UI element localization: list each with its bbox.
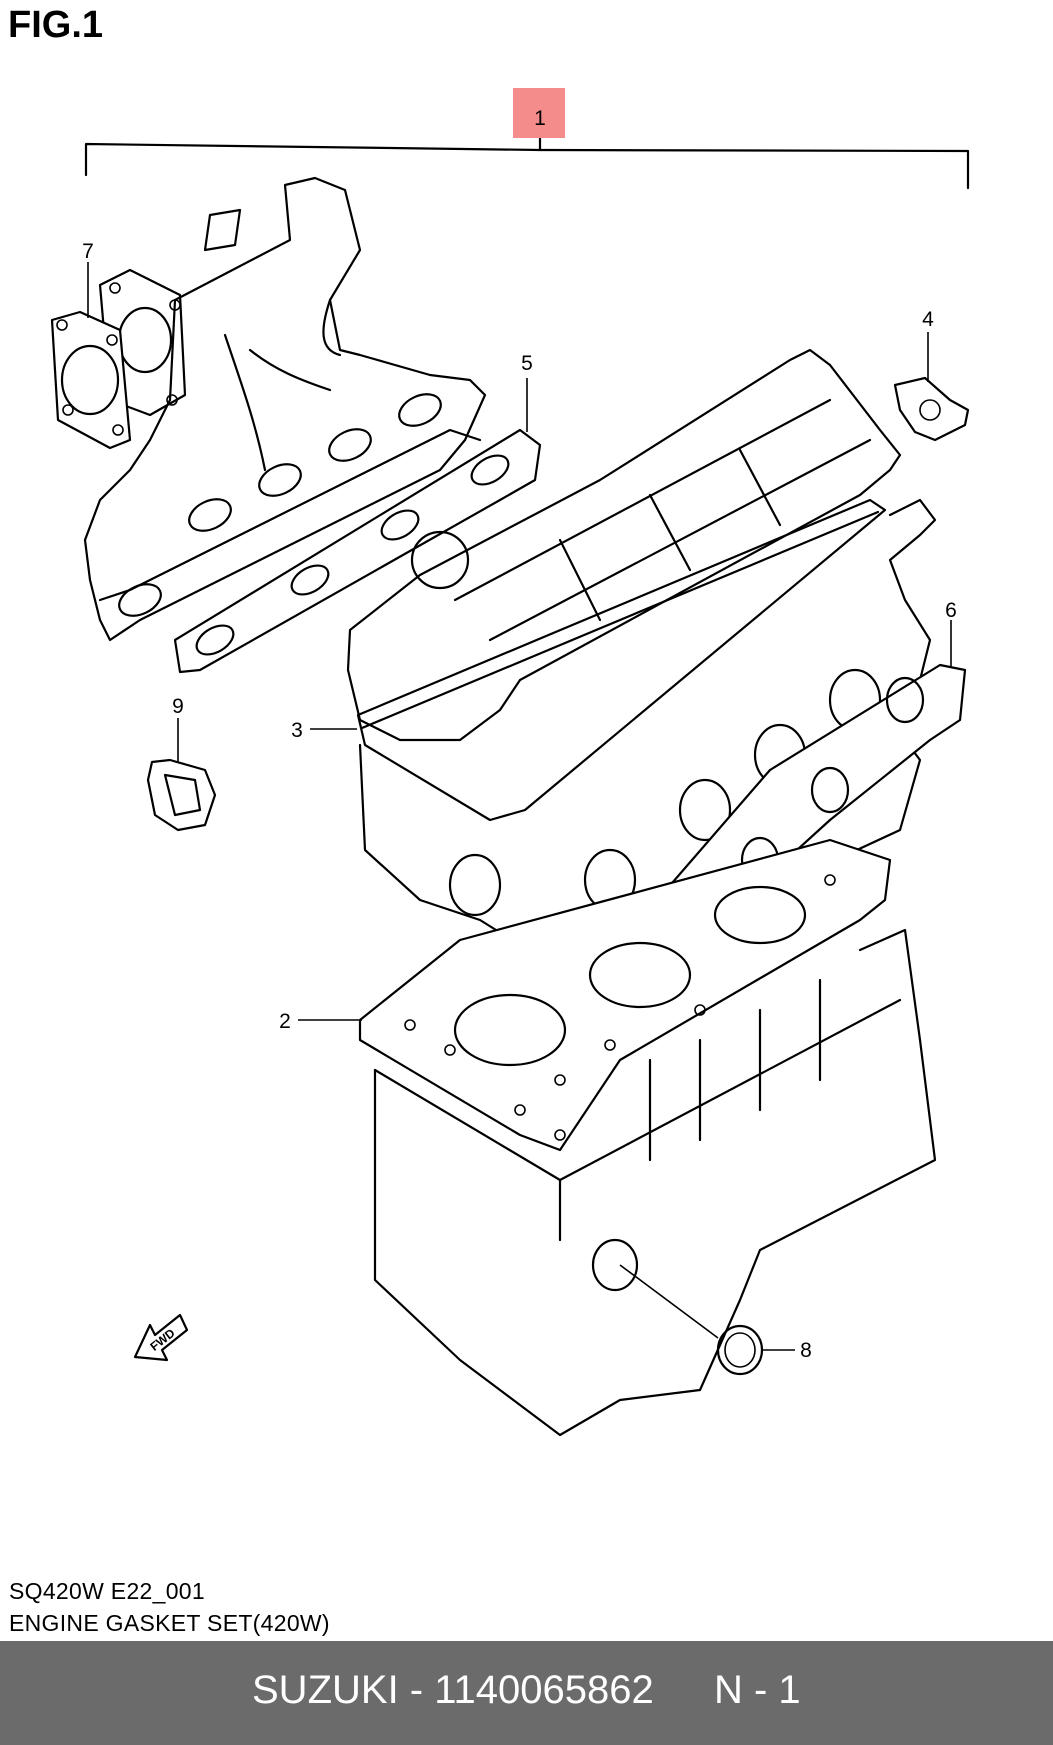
footer-bar: SUZUKI - 1140065862 N - 1 bbox=[0, 1641, 1053, 1745]
callout-1-highlight[interactable]: 1 bbox=[513, 88, 565, 138]
exploded-parts-diagram: 1 bbox=[50, 88, 970, 1437]
footer-reference: N - 1 bbox=[714, 1668, 801, 1712]
gasket-part-7 bbox=[50, 310, 132, 450]
gasket-part-2 bbox=[358, 838, 892, 1152]
diagram-description: ENGINE GASKET SET(420W) bbox=[9, 1610, 330, 1636]
gasket-part-3 bbox=[356, 498, 887, 822]
diagram-code: SQ420W E22_001 bbox=[9, 1578, 205, 1604]
callout-3[interactable]: 3 bbox=[291, 719, 303, 742]
fwd-arrow-icon: FWD bbox=[133, 1313, 189, 1362]
callout-7[interactable]: 7 bbox=[82, 240, 94, 263]
gasket-part-9 bbox=[146, 758, 217, 832]
callout-2[interactable]: 2 bbox=[279, 1010, 291, 1033]
valve-cover bbox=[346, 348, 902, 742]
callout-6[interactable]: 6 bbox=[945, 599, 957, 622]
callout-4[interactable]: 4 bbox=[922, 308, 934, 331]
gasket-part-5 bbox=[173, 428, 542, 674]
callout-9[interactable]: 9 bbox=[172, 695, 184, 718]
callout-8[interactable]: 8 bbox=[800, 1339, 812, 1362]
gasket-part-4 bbox=[893, 376, 970, 442]
set-bracket bbox=[84, 135, 970, 190]
intake-manifold bbox=[83, 176, 487, 642]
cylinder-block bbox=[373, 928, 937, 1437]
callout-5[interactable]: 5 bbox=[521, 352, 533, 375]
figure-title: FIG.1 bbox=[8, 4, 104, 46]
leader-lines bbox=[87, 262, 952, 1351]
footer-part-number: SUZUKI - 1140065862 bbox=[252, 1668, 654, 1712]
o-ring-part-8 bbox=[716, 1324, 764, 1376]
callout-1: 1 bbox=[534, 107, 546, 130]
